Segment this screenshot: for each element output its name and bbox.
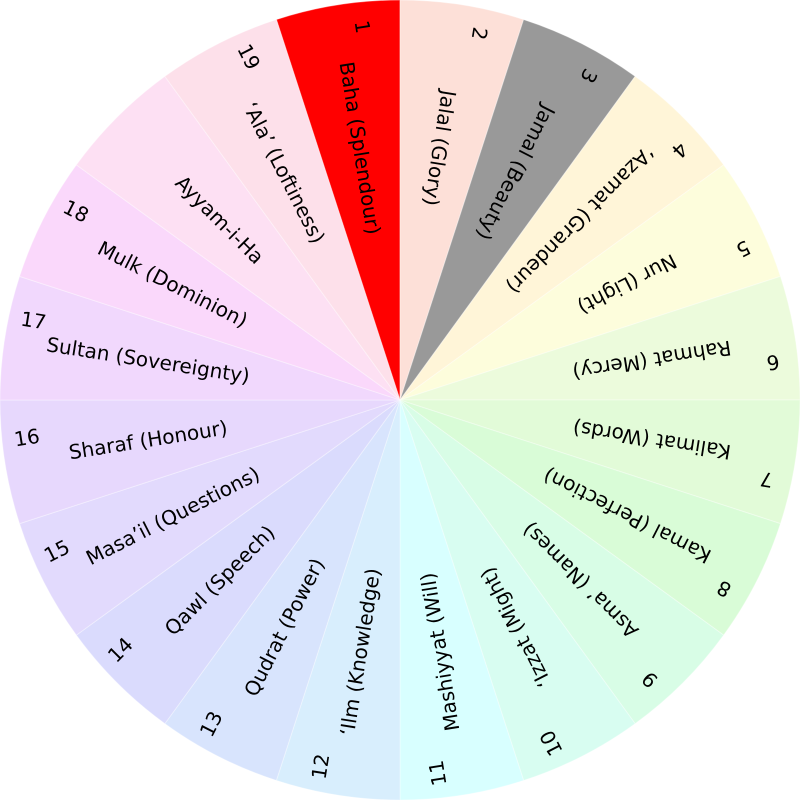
slice-2 bbox=[399, 0, 525, 401]
slice-3 bbox=[399, 18, 636, 401]
slice-10 bbox=[399, 399, 636, 782]
slice-15 bbox=[18, 399, 401, 636]
segment-number-7: 7 bbox=[758, 467, 774, 493]
segment-number-2: 2 bbox=[467, 25, 493, 41]
slice-18 bbox=[18, 164, 401, 401]
segment-number-11: 11 bbox=[424, 759, 452, 788]
slice-14 bbox=[75, 399, 401, 725]
slice-13 bbox=[164, 399, 401, 782]
slice-16 bbox=[0, 399, 401, 525]
slice-20 bbox=[164, 18, 401, 401]
slice-4 bbox=[399, 75, 725, 401]
segment-number-1: 1 bbox=[350, 19, 376, 35]
slice-17 bbox=[0, 275, 401, 401]
segment-number-6: 6 bbox=[765, 350, 781, 376]
segment-number-12: 12 bbox=[307, 752, 335, 781]
slice-8 bbox=[399, 399, 782, 636]
slice-5 bbox=[399, 164, 782, 401]
slice-19 bbox=[75, 75, 401, 401]
slice-9 bbox=[399, 399, 725, 725]
segment-number-17: 17 bbox=[19, 307, 48, 335]
slice-1 bbox=[275, 0, 401, 401]
segment-number-16: 16 bbox=[12, 424, 41, 452]
